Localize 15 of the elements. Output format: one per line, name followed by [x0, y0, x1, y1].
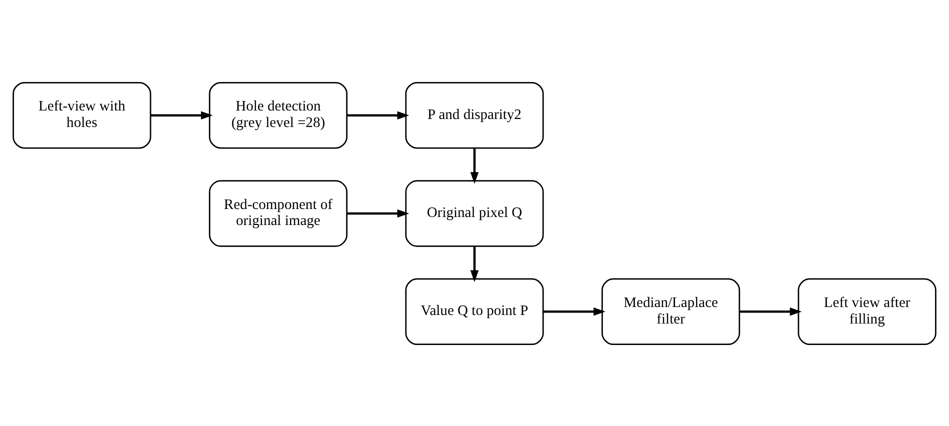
- node-box: Value Q to point P: [405, 278, 544, 345]
- arrow: [470, 148, 479, 184]
- arrow: [739, 307, 802, 316]
- arrow: [346, 110, 410, 119]
- node-box: Left view after filling: [798, 278, 936, 345]
- arrow: [150, 110, 213, 119]
- node-box: Left-view with holes: [12, 81, 152, 148]
- arrow: [543, 307, 606, 316]
- arrow: [470, 246, 479, 282]
- node-box: Original pixel Q: [405, 180, 544, 246]
- arrow: [346, 208, 410, 218]
- node-box: Median/Laplace filter: [602, 278, 740, 345]
- node-box: Red-component of original image: [208, 180, 348, 246]
- node-box: P and disparity2: [405, 81, 544, 148]
- node-box: Hole detection (grey level =28): [208, 81, 348, 148]
